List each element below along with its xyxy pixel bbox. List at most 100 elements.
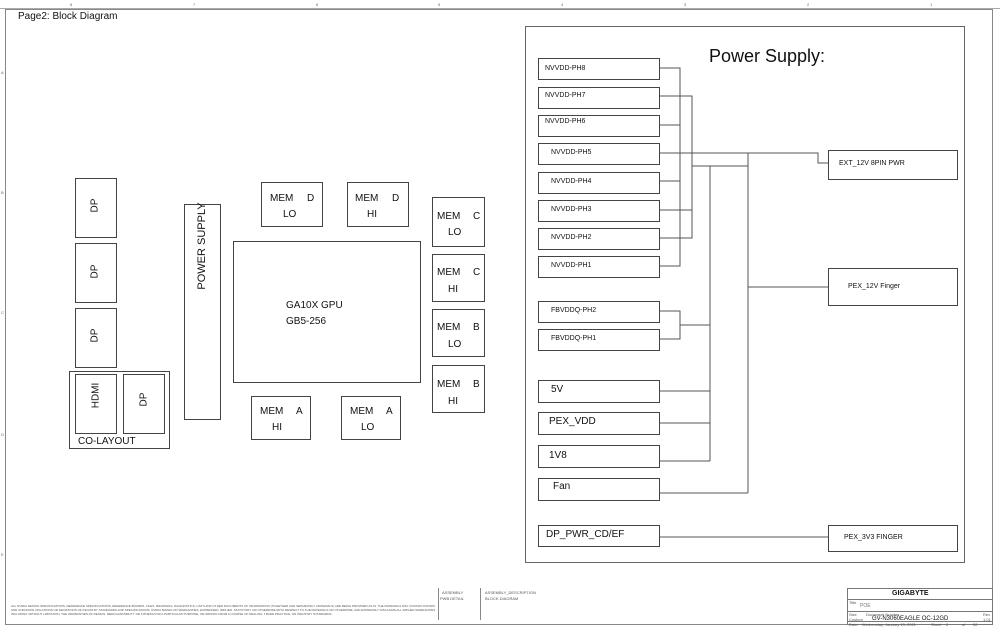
- ruler-side-b: B: [1, 190, 4, 195]
- ruler-top-6: 6: [316, 2, 319, 7]
- of-value: 52: [973, 622, 978, 627]
- nvvdd-ph5: [538, 143, 660, 165]
- footer-divider-1: [438, 588, 439, 620]
- hdmi-connector: [75, 374, 117, 434]
- disclaimer-text: ALL NVIDIA DESIGN SPECIFICATIONS, REFERE…: [11, 604, 436, 616]
- rail-5v-label: 5V: [551, 384, 564, 395]
- nvvdd-ph4: [538, 172, 660, 194]
- nvvdd-ph8-label: NVVDD-PH8: [545, 65, 586, 72]
- rail-1v8: [538, 445, 660, 468]
- nvvdd-ph7: [538, 87, 660, 109]
- fbvddq-ph1: [538, 329, 660, 351]
- sheet-value: 2: [946, 622, 949, 627]
- title-block-company-divider: [847, 599, 993, 600]
- mem-b-hi-channel: B: [473, 379, 480, 390]
- fbvddq-ph1-label: FBVDDQ-PH1: [551, 335, 597, 342]
- pex-12v-finger-source: [828, 268, 958, 306]
- nvvdd-ph2: [538, 228, 660, 250]
- ruler-top-8: 8: [70, 2, 73, 7]
- fbvddq-ph2-label: FBVDDQ-PH2: [551, 307, 597, 314]
- mem-b-lo-half: LO: [448, 339, 462, 350]
- nvvdd-ph1: [538, 256, 660, 278]
- assembly-label: ASSEMBLY: [442, 590, 464, 595]
- mem-a-hi-half: HI: [272, 422, 282, 433]
- pwb-detail-label: PWB DETAIL: [440, 596, 464, 601]
- nvvdd-ph3-label: NVVDD-PH3: [551, 206, 592, 213]
- mem-c-lo: [432, 197, 485, 247]
- power-supply-bar: [184, 204, 221, 420]
- nvvdd-ph5-label: NVVDD-PH5: [551, 149, 592, 156]
- mem-c-lo-name: MEM: [437, 211, 461, 222]
- ruler-top-5: 5: [438, 2, 441, 7]
- date-label: Date:: [849, 622, 859, 627]
- mem-a-lo-channel: A: [386, 406, 393, 417]
- ruler-side-a: A: [1, 70, 4, 75]
- pex-12v-finger-label: PEX_12V Finger: [848, 283, 901, 290]
- sheet-label: Sheet: [931, 622, 942, 627]
- rail-fan-label: Fan: [553, 481, 571, 492]
- docnum-label: Document Number: [866, 612, 900, 617]
- size-label: Size: [849, 612, 857, 617]
- mem-d-lo-name: MEM: [270, 193, 294, 204]
- nvvdd-ph6: [538, 115, 660, 137]
- title-block-date-divider: [847, 621, 993, 622]
- assembly-description: ASSEMBLY_DESCRIPTION: [485, 590, 536, 595]
- sheet-border: [5, 9, 993, 625]
- mem-d-hi-name: MEM: [355, 193, 379, 204]
- mem-b-lo: [432, 309, 485, 357]
- mem-c-hi-channel: C: [473, 267, 481, 278]
- ruler-top-2: 2: [807, 2, 810, 7]
- rail-pex-vdd-label: PEX_VDD: [549, 416, 596, 427]
- mem-b-hi-name: MEM: [437, 379, 461, 390]
- ruler-top-1: 1: [930, 2, 933, 7]
- mem-c-hi-name: MEM: [437, 267, 461, 278]
- mem-b-lo-name: MEM: [437, 322, 461, 333]
- dp-connector-3: [75, 308, 117, 368]
- mem-a-hi: [251, 396, 311, 440]
- page-title: Page2: Block Diagram: [18, 11, 118, 22]
- fbvddq-ph2: [538, 301, 660, 323]
- gpu-memory-config: GB5-256: [286, 316, 327, 327]
- mem-c-lo-channel: C: [473, 211, 481, 222]
- ext-12v-8pin-label: EXT_12V 8PIN PWR: [839, 160, 905, 167]
- title-label: Title: [849, 600, 857, 605]
- dp-connector-2: [75, 243, 117, 303]
- ruler-top-7: 7: [193, 2, 196, 7]
- mem-d-lo-half: LO: [283, 209, 297, 220]
- ruler-top-3: 3: [684, 2, 687, 7]
- title-value: POE: [860, 603, 871, 609]
- nvvdd-ph2-label: NVVDD-PH2: [551, 234, 592, 241]
- mem-a-lo: [341, 396, 401, 440]
- block-diagram-label: BLOCK DIAGRAM: [485, 596, 519, 601]
- size-value: Custom: [849, 617, 863, 622]
- nvvdd-ph7-label: NVVDD-PH7: [545, 92, 586, 99]
- pex-3v3-finger-label: PEX_3V3 FINGER: [844, 534, 903, 541]
- ruler-top-4: 4: [561, 2, 564, 7]
- sheet-border-top-strip: [0, 0, 1000, 9]
- mem-d-lo-channel: D: [307, 193, 315, 204]
- nvvdd-ph4-label: NVVDD-PH4: [551, 178, 592, 185]
- mem-d-lo: [261, 182, 323, 227]
- nvvdd-ph8: [538, 58, 660, 80]
- mem-c-lo-half: LO: [448, 227, 462, 238]
- rail-pex-vdd: [538, 412, 660, 435]
- mem-a-hi-channel: A: [296, 406, 303, 417]
- company-name: GIGABYTE: [892, 590, 929, 597]
- dp-connector-1: [75, 178, 117, 238]
- rail-5v: [538, 380, 660, 403]
- mem-a-lo-half: LO: [361, 422, 375, 433]
- of-label: of: [962, 622, 966, 627]
- mem-d-hi-channel: D: [392, 193, 400, 204]
- mem-c-hi: [432, 254, 485, 302]
- ext-12v-8pin-source: [828, 150, 958, 180]
- title-block-row-divider: [847, 611, 993, 612]
- mem-b-hi: [432, 365, 485, 413]
- docnum-value: GV-N3060EAGLE OC-12GD: [872, 616, 949, 622]
- rev-value: 1.01: [983, 617, 991, 622]
- colayout-dp-connector: [123, 374, 165, 434]
- colayout-label: CO-LAYOUT: [78, 436, 136, 447]
- mem-a-hi-name: MEM: [260, 406, 284, 417]
- footer-divider-2: [480, 588, 481, 620]
- mem-d-hi: [347, 182, 409, 227]
